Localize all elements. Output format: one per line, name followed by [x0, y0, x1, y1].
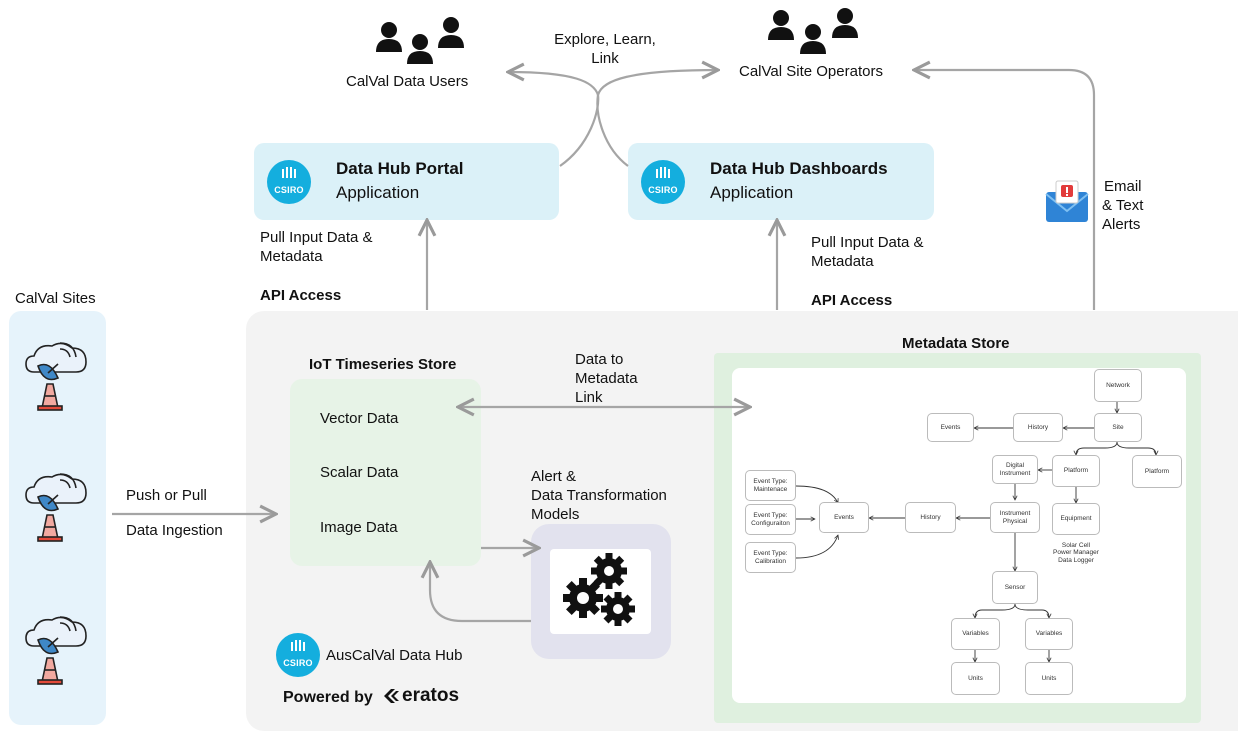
portal-subtitle: Application — [336, 183, 420, 202]
iot-item-image-data: Image Data — [320, 519, 398, 536]
alerts-arrow — [914, 70, 1096, 310]
alerts-label-line-3: Alerts — [1102, 216, 1141, 233]
dashboards-api-access-label: API Access — [811, 292, 893, 309]
calval-sites-panel — [9, 311, 106, 725]
portal-title: Data Hub Portal — [336, 159, 464, 178]
dashboards-pull-label-line-1: Pull Input Data & — [811, 234, 924, 251]
models-label-line-2: Data Transformation — [531, 487, 667, 504]
meta-node-event-maintenance: Event Type:Maintenace — [745, 470, 796, 501]
csiro-logo-text: CSIRO — [648, 185, 678, 195]
arrow-to-site-operators — [596, 70, 718, 167]
ingestion-label-line-1: Push or Pull — [126, 487, 207, 504]
powered-by-label: Powered by — [283, 689, 373, 706]
data-users-label: CalVal Data Users — [346, 73, 469, 90]
csiro-logo-icon: CSIRO — [641, 160, 685, 204]
meta-node-network: Network — [1094, 369, 1142, 402]
portal-pull-label-line-1: Pull Input Data & — [260, 229, 373, 246]
satellite-dish-icons — [25, 342, 87, 685]
meta-node-sensor: Sensor — [992, 571, 1038, 604]
iot-store-title: IoT Timeseries Store — [309, 356, 457, 373]
metadata-link-label-line-3: Link — [575, 389, 603, 406]
dashboards-pull-label-line-2: Metadata — [811, 253, 874, 270]
meta-node-platform: Platform — [1052, 455, 1100, 487]
site-operators-label: CalVal Site Operators — [739, 63, 883, 80]
meta-node-events-top: Events — [927, 413, 974, 442]
eratos-brand: eratos — [402, 685, 460, 706]
csiro-logo-text: CSIRO — [274, 185, 304, 195]
alerts-label-line-1: Email — [1104, 178, 1142, 195]
email-alert-icon — [1045, 180, 1089, 222]
meta-node-event-calibration: Event Type:Calibration — [745, 542, 796, 573]
metadata-tree-connectors — [795, 402, 1156, 662]
csiro-logo-icon: CSIRO — [276, 633, 320, 677]
meta-node-events-mid: Events — [819, 502, 869, 533]
metadata-link-label-line-2: Metadata — [575, 370, 638, 387]
ingestion-label-line-2: Data Ingestion — [126, 522, 223, 539]
models-to-iot-arrow — [430, 562, 531, 623]
eratos-logo-icon — [384, 689, 399, 703]
metadata-store-title: Metadata Store — [902, 335, 1010, 352]
metadata-link-label-line-1: Data to — [575, 351, 624, 368]
hub-name: AusCalVal Data Hub — [326, 647, 463, 664]
calval-sites-title: CalVal Sites — [15, 290, 96, 307]
arrow-to-data-users — [508, 72, 600, 167]
site-operators-people-icon — [768, 8, 858, 54]
portal-pull-label-line-2: Metadata — [260, 248, 323, 265]
csiro-logo-icon: CSIRO — [267, 160, 311, 204]
dashboards-title: Data Hub Dashboards — [710, 159, 888, 178]
meta-node-history-top: History — [1013, 413, 1063, 442]
data-users-people-icon — [376, 17, 464, 64]
csiro-logo-text: CSIRO — [283, 658, 313, 668]
iot-item-vector-data: Vector Data — [320, 410, 399, 427]
meta-node-equipment: Equipment — [1052, 503, 1100, 535]
meta-node-site: Site — [1094, 413, 1142, 442]
explore-label-line-2: Link — [591, 50, 619, 67]
iot-timeseries-store-box — [290, 379, 481, 566]
models-label-line-1: Alert & — [531, 468, 577, 485]
alerts-label-line-2: & Text — [1102, 197, 1144, 214]
meta-node-variables-right: Variables — [1025, 618, 1073, 650]
models-label-line-3: Models — [531, 506, 580, 523]
meta-node-event-configuration: Event Type:Configuraiton — [745, 504, 796, 535]
gears-icon — [563, 553, 635, 626]
portal-api-access-label: API Access — [260, 287, 342, 304]
meta-node-history-mid: History — [905, 502, 956, 533]
dashboards-subtitle: Application — [710, 183, 794, 202]
iot-item-scalar-data: Scalar Data — [320, 464, 399, 481]
meta-node-platform-right: Platform — [1132, 455, 1182, 488]
meta-node-units-left: Units — [951, 662, 1000, 695]
explore-label-line-1: Explore, Learn, — [554, 31, 656, 48]
meta-node-variables-left: Variables — [951, 618, 1000, 650]
meta-node-units-right: Units — [1025, 662, 1073, 695]
